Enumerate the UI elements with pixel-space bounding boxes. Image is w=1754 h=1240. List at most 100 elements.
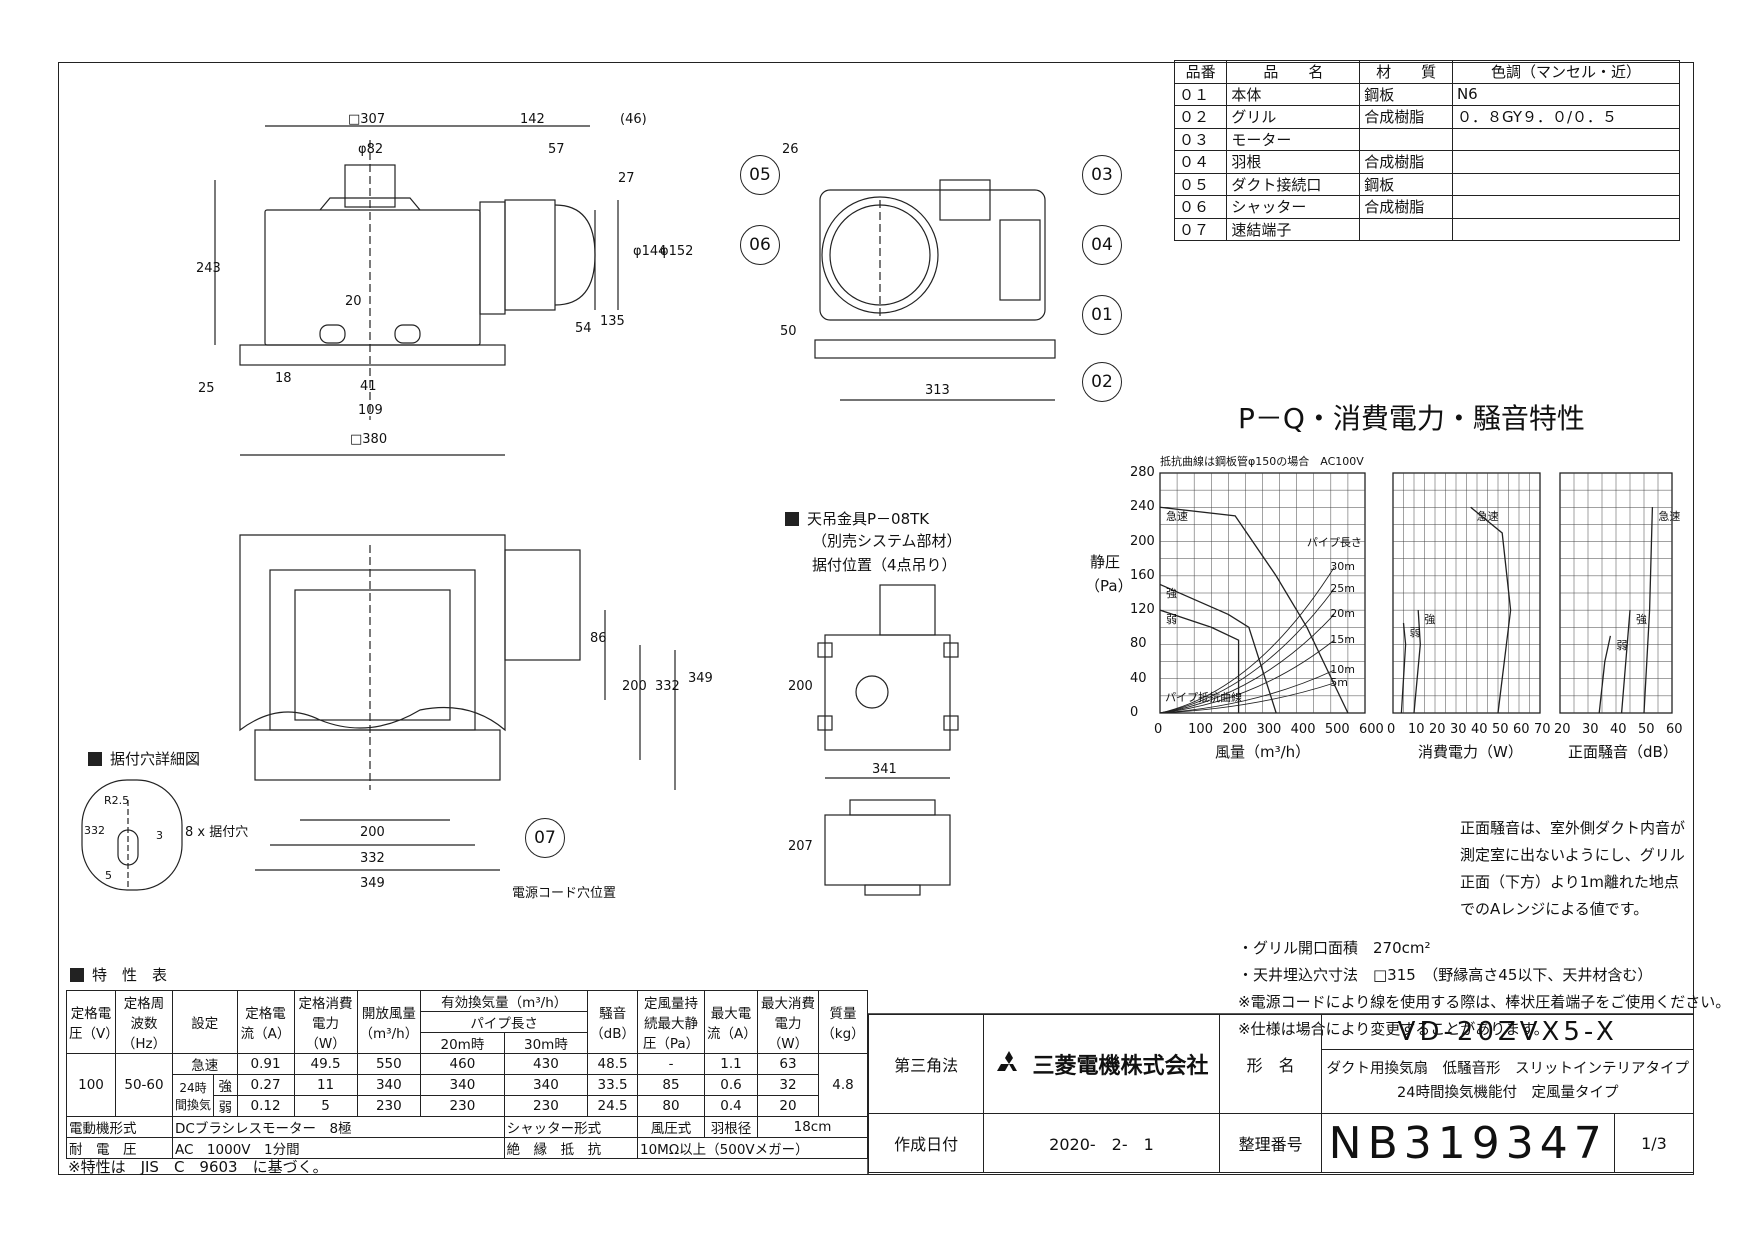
chart-x-tick: 60 bbox=[1513, 722, 1530, 737]
parts-header: 品 名 bbox=[1226, 60, 1361, 84]
parts-cell: N6 bbox=[1451, 82, 1681, 106]
parts-cell: 速結端子 bbox=[1226, 217, 1361, 241]
dim-label: 3 bbox=[156, 829, 163, 842]
dim-label: 20 bbox=[345, 294, 362, 309]
spec-footnote: ※特性は JIS C 9603 に基づく。 bbox=[68, 1158, 328, 1176]
chart-y-tick: 240 bbox=[1130, 499, 1155, 515]
spec-cell: 230 bbox=[356, 1095, 422, 1117]
spec-cell: 24.5 bbox=[587, 1095, 638, 1117]
spec-cell: 4.8 bbox=[818, 1053, 868, 1117]
spec-cell: 絶 縁 抵 抗 bbox=[503, 1137, 639, 1159]
hanger-sub1: （別売システム部材） bbox=[812, 532, 962, 550]
table-row: 電動機形式 DCブラシレスモーター 8極 シャッター形式 風圧式 羽根径 18c… bbox=[66, 1116, 868, 1138]
parts-cell: 鋼板 bbox=[1359, 82, 1453, 106]
spec-cell: 430 bbox=[503, 1053, 589, 1075]
dim-label: 135 bbox=[600, 314, 625, 329]
spec-table: 定格電圧（V） 定格周波数（Hz） 設定 定格電流（A） 定格消費電力（W） 開… bbox=[66, 990, 868, 1159]
parts-cell: 合成樹脂 bbox=[1359, 150, 1453, 174]
chart-series-label: 強 bbox=[1636, 613, 1647, 627]
dim-label: 54 bbox=[575, 321, 592, 336]
chart-x-tick: 0 bbox=[1387, 722, 1396, 737]
dim-label: 50 bbox=[780, 324, 797, 339]
chart-ylabel: 静圧（Pa） bbox=[1085, 553, 1133, 595]
spec-cell: シャッター形式 bbox=[503, 1116, 639, 1138]
chart-pipe-title: パイプ長さ bbox=[1306, 536, 1362, 550]
top-view-drawing bbox=[214, 125, 619, 456]
chart-x-tick: 40 bbox=[1471, 722, 1488, 737]
chart-pipe-curve bbox=[1159, 682, 1335, 714]
chart-y-tick: 80 bbox=[1130, 636, 1147, 652]
chart-series-label: 強 bbox=[1424, 613, 1436, 627]
chart-y-tick: 0 bbox=[1130, 705, 1139, 720]
chart-pipe-curve bbox=[1159, 639, 1335, 714]
section-marker-icon bbox=[70, 967, 84, 982]
part-balloon: 01 bbox=[1082, 295, 1122, 335]
chart-x-tick: 0 bbox=[1154, 722, 1163, 737]
hanger-drawing bbox=[817, 584, 959, 896]
serial-cell: NB319347 bbox=[1321, 1113, 1615, 1173]
chart-series-line bbox=[1159, 506, 1349, 714]
spec-head: 30m時 bbox=[503, 1032, 589, 1054]
table-row: 100 50-60 急速 0.91 49.5 550 460 430 48.5 … bbox=[66, 1053, 868, 1117]
spec-cell: 49.5 bbox=[293, 1053, 358, 1075]
mount-holes-label: 8 x 据付穴 bbox=[185, 825, 249, 840]
noise-note: 正面騒音は、室外側ダクト内音が測定室に出ないようにし、グリル正面（下方）より1m… bbox=[1460, 788, 1685, 950]
spec-cell: 0.91 bbox=[236, 1053, 295, 1075]
dim-label: 243 bbox=[196, 261, 221, 276]
dim-label: 207 bbox=[788, 839, 813, 854]
spec-cell: 230 bbox=[420, 1095, 505, 1117]
spec-cell: 弱 bbox=[213, 1095, 238, 1117]
dim-label: 200 bbox=[622, 679, 647, 694]
chart-x-tick: 300 bbox=[1256, 722, 1282, 737]
chart-series-label: 急速 bbox=[1166, 510, 1188, 524]
spec-head: 定格消費電力（W） bbox=[293, 990, 358, 1054]
chart-x-tick: 50 bbox=[1492, 722, 1509, 737]
spec-cell: AC 1000V 1分間 bbox=[172, 1137, 505, 1159]
chart-pipe-label: 30m bbox=[1330, 560, 1355, 574]
chart-series-label: 急速 bbox=[1658, 510, 1681, 524]
parts-header-row: 品番 品 名 材 質 色調（マンセル・近） bbox=[1173, 60, 1681, 84]
dim-label: φ144 bbox=[633, 244, 667, 259]
spec-cell: 230 bbox=[503, 1095, 589, 1117]
parts-cell: 羽根 bbox=[1226, 150, 1361, 174]
spec-cell: 85 bbox=[637, 1074, 705, 1096]
chart-x-tick: 500 bbox=[1324, 722, 1350, 737]
dim-label: 26 bbox=[782, 142, 799, 157]
dim-label: 57 bbox=[548, 142, 565, 157]
mount-detail-title: 据付穴詳細図 bbox=[88, 748, 200, 769]
chart-y-tick: 280 bbox=[1130, 465, 1155, 480]
parts-cell: ０３ bbox=[1173, 127, 1228, 151]
chart-pipe-resistance: パイプ抵抗曲線 bbox=[1165, 690, 1243, 704]
spec-head: 20m時 bbox=[420, 1032, 505, 1054]
dim-label: R2.5 bbox=[104, 794, 130, 807]
spec-cell: 電動機形式 bbox=[66, 1116, 173, 1138]
hanger-title: 天吊金具P－08TK bbox=[785, 508, 929, 529]
chart-xlabel: 正面騒音（dB） bbox=[1568, 743, 1678, 761]
parts-cell: ０６ bbox=[1173, 195, 1228, 219]
spec-head: 定格電流（A） bbox=[236, 990, 295, 1054]
spec-head: 有効換気量（m³/h） bbox=[420, 990, 589, 1012]
parts-cell: 鋼板 bbox=[1359, 172, 1453, 196]
part-balloon: 06 bbox=[740, 225, 780, 265]
dim-label: 349 bbox=[360, 876, 385, 891]
dim-label: 341 bbox=[872, 762, 897, 777]
spec-cell: 羽根径 bbox=[704, 1116, 758, 1138]
chart-series-line bbox=[1159, 583, 1277, 714]
cord-hole-label: 電源コード穴位置 bbox=[512, 886, 617, 901]
chart-series-line bbox=[1159, 609, 1240, 713]
mount-detail-title-text: 据付穴詳細図 bbox=[110, 750, 201, 768]
chart-series-line bbox=[1598, 635, 1612, 714]
date-cell: 2020- 2- 1 bbox=[983, 1113, 1220, 1173]
mount-detail-drawing bbox=[81, 779, 183, 891]
parts-header: 色調（マンセル・近） bbox=[1451, 60, 1681, 84]
dim-label: φ82 bbox=[358, 142, 384, 157]
spec-cell: 50-60 bbox=[115, 1053, 173, 1117]
chart-x-tick: 40 bbox=[1610, 722, 1627, 737]
spec-cell: 急速 bbox=[172, 1053, 238, 1075]
spec-cell: 耐 電 圧 bbox=[66, 1137, 173, 1159]
chart-pipe-curve bbox=[1159, 669, 1335, 714]
